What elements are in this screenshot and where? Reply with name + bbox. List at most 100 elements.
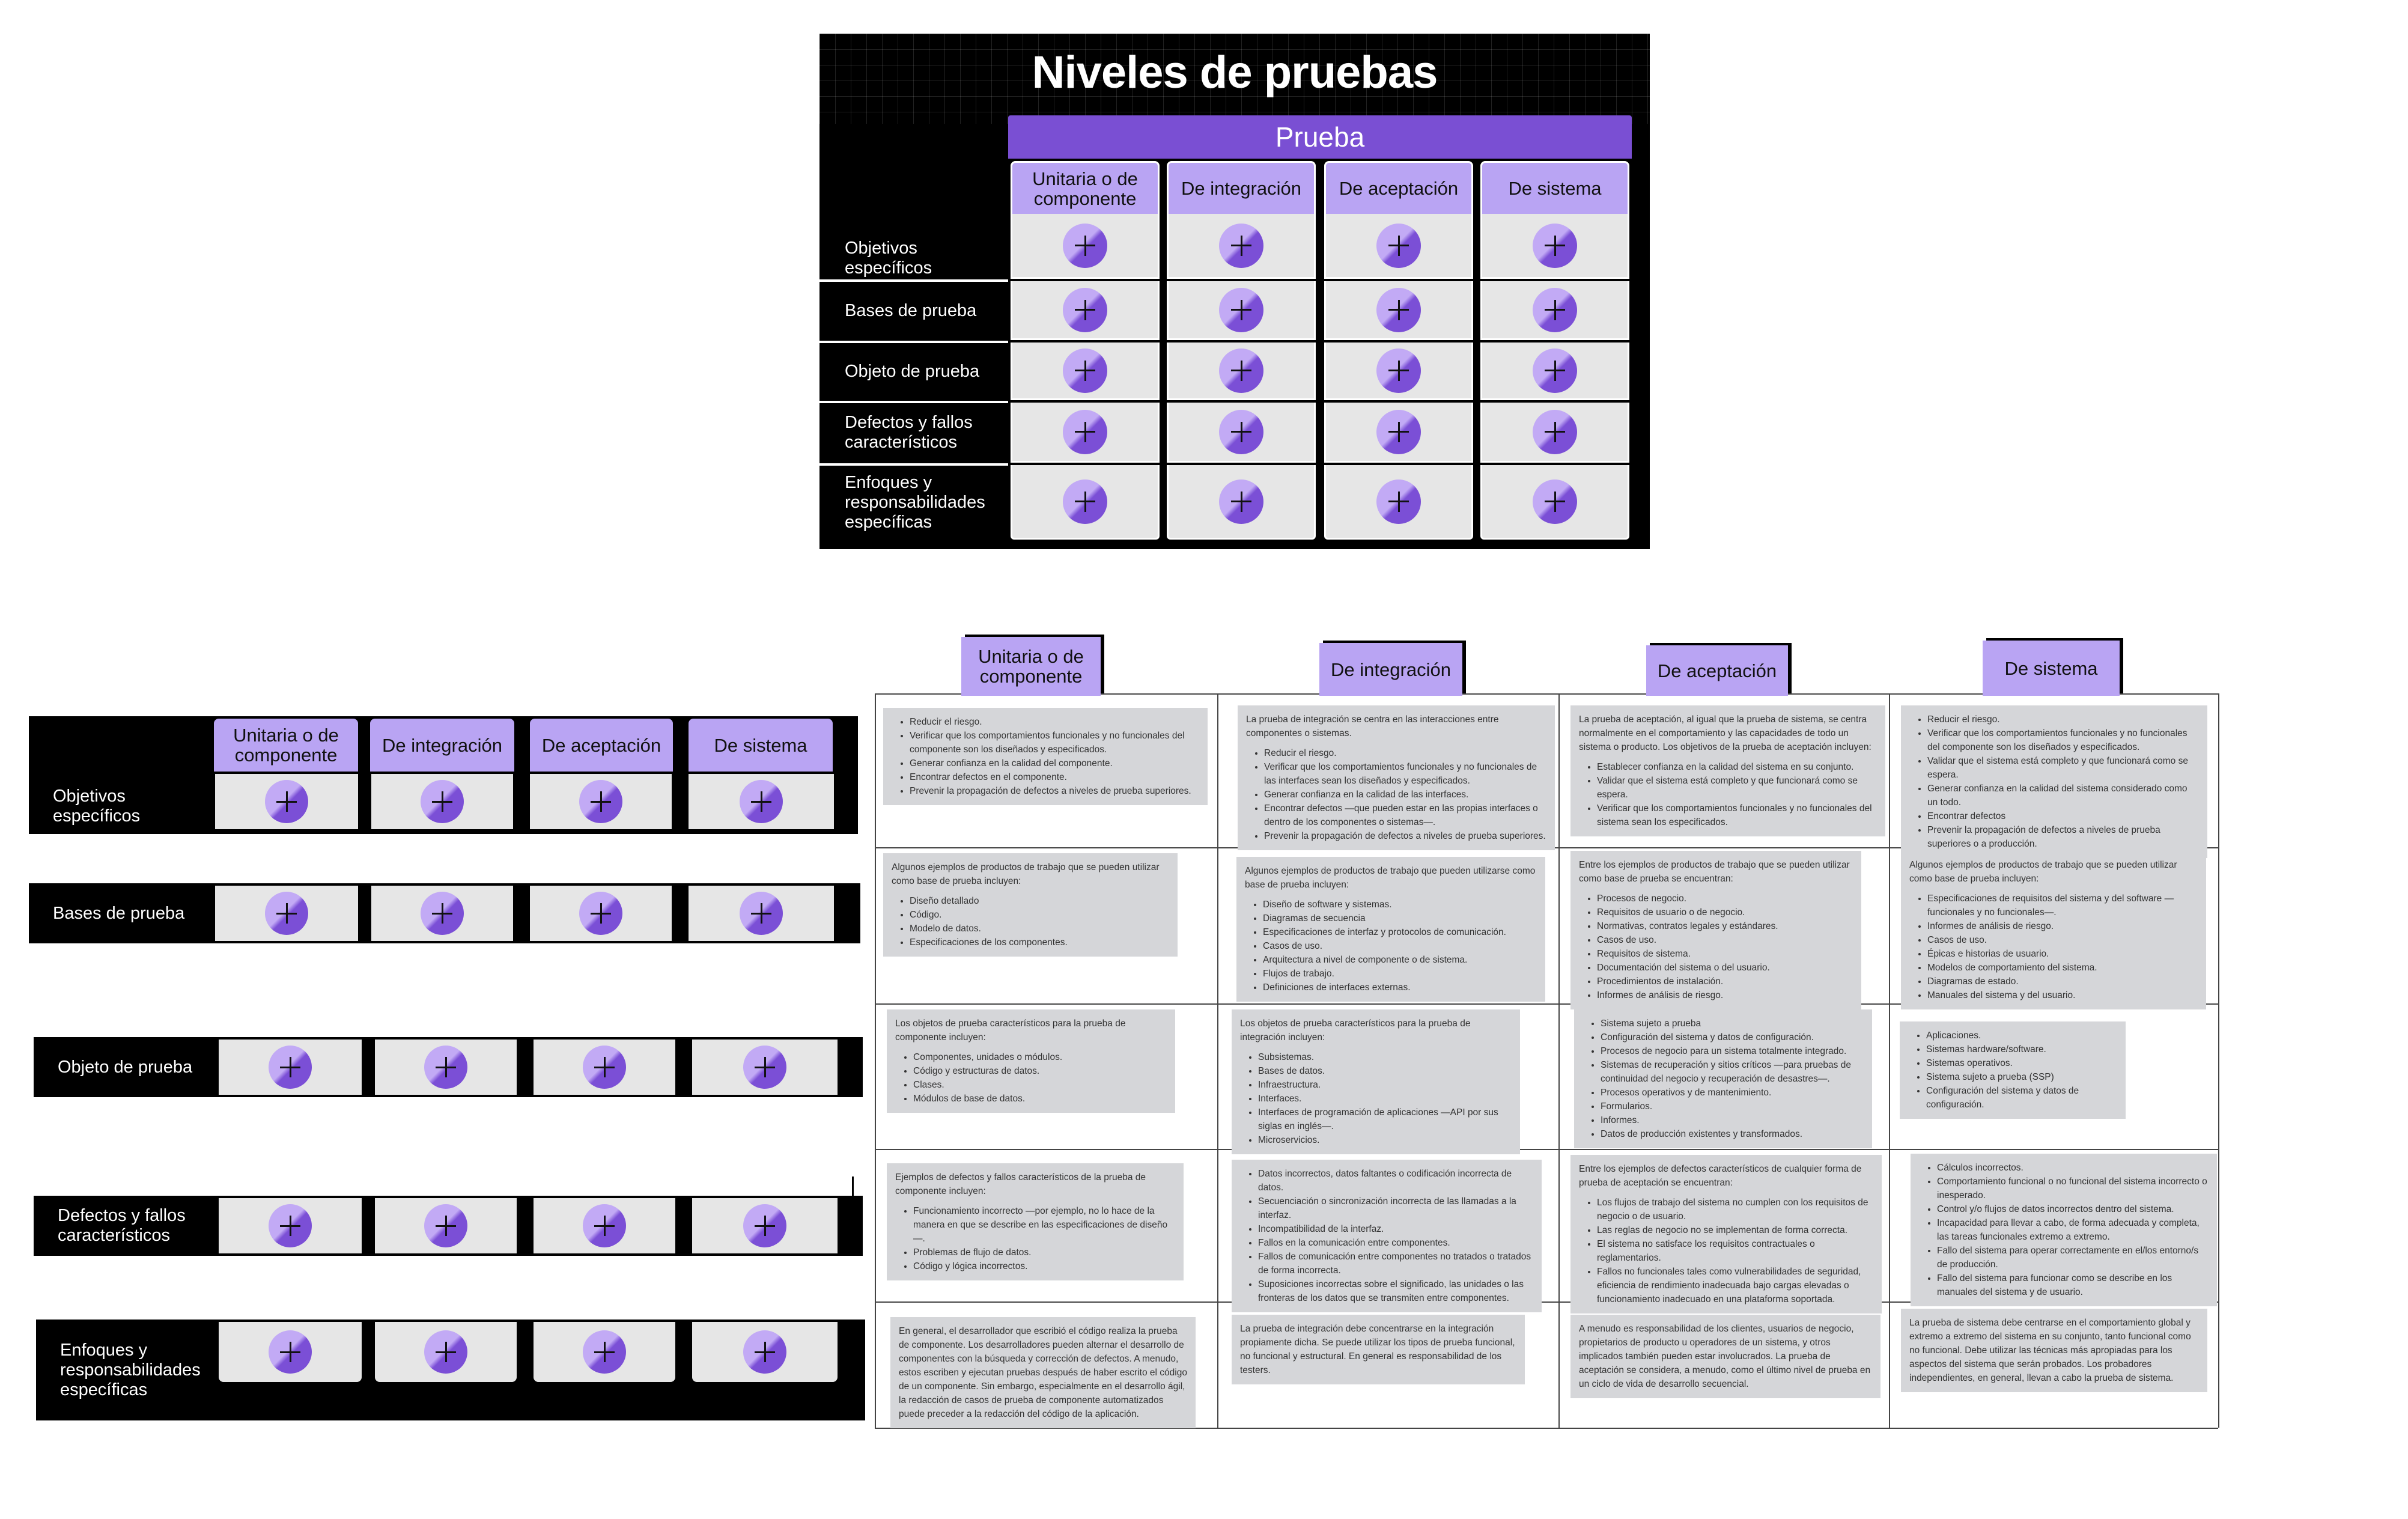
cell-defectos-sistema[interactable] <box>1480 403 1629 463</box>
plus-circle-icon[interactable] <box>1533 348 1577 393</box>
list-item: Épicas e historias de usuario. <box>1927 947 2198 961</box>
note-intro: Algunos ejemplos de productos de trabajo… <box>892 862 1160 886</box>
list-item: Configuración del sistema y datos de con… <box>1926 1084 2117 1112</box>
row-divider <box>819 341 1008 343</box>
plus-circle-icon[interactable] <box>583 1204 626 1247</box>
cell-defectos-aceptacion[interactable] <box>534 1198 675 1253</box>
cell-enfoques-unitaria[interactable] <box>219 1322 362 1382</box>
plus-circle-icon[interactable] <box>1219 479 1263 524</box>
cell-bases-unitaria[interactable] <box>215 886 358 941</box>
cell-objetivos-aceptacion[interactable] <box>1324 214 1473 279</box>
plus-circle-icon[interactable] <box>1063 348 1107 393</box>
plus-circle-icon[interactable] <box>1063 479 1107 524</box>
list-item: Interfaces de programación de aplicacion… <box>1258 1106 1512 1133</box>
cell-bases-integracion[interactable] <box>371 886 513 941</box>
plus-circle-icon[interactable] <box>743 1046 786 1089</box>
plus-circle-icon[interactable] <box>424 1046 467 1089</box>
cell-objeto-integracion[interactable] <box>1167 342 1316 400</box>
plus-circle-icon[interactable] <box>1376 287 1421 332</box>
plus-circle-icon[interactable] <box>269 1046 312 1089</box>
cell-objetivos-sistema[interactable] <box>689 774 834 829</box>
plus-circle-icon[interactable] <box>1376 409 1421 454</box>
plus-circle-icon[interactable] <box>1219 409 1263 454</box>
plus-circle-icon[interactable] <box>1376 223 1421 268</box>
plus-circle-icon[interactable] <box>1533 409 1577 454</box>
table-gridline <box>875 1428 2218 1429</box>
cell-objeto-aceptacion[interactable] <box>1324 342 1473 400</box>
cell-bases-sistema[interactable] <box>1480 281 1629 340</box>
cell-bases-unitaria[interactable] <box>1011 281 1160 340</box>
cell-bases-sistema[interactable] <box>689 886 834 941</box>
cell-objeto-sistema[interactable] <box>692 1040 838 1095</box>
plus-circle-icon[interactable] <box>1533 223 1577 268</box>
plus-circle-icon[interactable] <box>424 1330 467 1374</box>
plus-circle-icon[interactable] <box>579 780 622 823</box>
list-item: Informes. <box>1601 1113 1864 1127</box>
cell-enfoques-integracion[interactable] <box>375 1322 517 1382</box>
list-item: Prevenir la propagación de defectos a ni… <box>910 784 1199 798</box>
plus-circle-icon[interactable] <box>1219 348 1263 393</box>
cell-objetivos-integracion[interactable] <box>371 774 513 829</box>
list-item: Procesos de negocio. <box>1597 892 1853 906</box>
cell-objetivos-aceptacion[interactable] <box>530 774 672 829</box>
plus-circle-icon[interactable] <box>743 1330 786 1374</box>
plus-circle-icon[interactable] <box>579 892 622 935</box>
plus-circle-icon[interactable] <box>421 780 464 823</box>
cell-defectos-integracion[interactable] <box>375 1198 517 1253</box>
plus-circle-icon[interactable] <box>1376 479 1421 524</box>
plus-circle-icon[interactable] <box>583 1046 626 1089</box>
plus-circle-icon[interactable] <box>1533 479 1577 524</box>
note-list: Sistema sujeto a pruebaConfiguración del… <box>1583 1017 1864 1141</box>
cell-bases-integracion[interactable] <box>1167 281 1316 340</box>
column-header-sistema: De sistema <box>689 719 833 772</box>
plus-circle-icon[interactable] <box>421 892 464 935</box>
cell-enfoques-integracion[interactable] <box>1167 465 1316 540</box>
column-header-sistema: De sistema <box>1983 641 2120 696</box>
plus-circle-icon[interactable] <box>1219 287 1263 332</box>
list-item: Verificar que los comportamientos funcio… <box>1927 726 2199 754</box>
cell-bases-aceptacion[interactable] <box>530 886 672 941</box>
cell-objetivos-sistema[interactable] <box>1480 214 1629 279</box>
plus-circle-icon[interactable] <box>269 1204 312 1247</box>
cell-defectos-unitaria[interactable] <box>1011 403 1160 463</box>
cell-objetivos-unitaria[interactable] <box>1011 214 1160 279</box>
cell-objeto-unitaria[interactable] <box>219 1040 362 1095</box>
plus-circle-icon[interactable] <box>265 892 308 935</box>
cell-enfoques-aceptacion[interactable] <box>1324 465 1473 540</box>
plus-circle-icon[interactable] <box>265 780 308 823</box>
plus-circle-icon[interactable] <box>743 1204 786 1247</box>
plus-circle-icon[interactable] <box>740 892 783 935</box>
list-item: Casos de uso. <box>1263 939 1537 953</box>
cell-enfoques-sistema[interactable] <box>692 1322 838 1382</box>
plus-circle-icon[interactable] <box>1219 223 1263 268</box>
plus-circle-icon[interactable] <box>740 780 783 823</box>
cell-defectos-integracion[interactable] <box>1167 403 1316 463</box>
list-item: Generar confianza en la calidad de las i… <box>1264 788 1546 802</box>
cell-defectos-sistema[interactable] <box>692 1198 838 1253</box>
cell-enfoques-sistema[interactable] <box>1480 465 1629 540</box>
list-item: Verificar que los comportamientos funcio… <box>910 729 1199 756</box>
plus-circle-icon[interactable] <box>1063 223 1107 268</box>
list-item: Sistemas de recuperación y sitios crític… <box>1601 1058 1864 1086</box>
plus-circle-icon[interactable] <box>1533 287 1577 332</box>
cell-bases-aceptacion[interactable] <box>1324 281 1473 340</box>
plus-circle-icon[interactable] <box>1063 287 1107 332</box>
plus-circle-icon[interactable] <box>269 1330 312 1374</box>
plus-circle-icon[interactable] <box>583 1330 626 1374</box>
cell-objetivos-integracion[interactable] <box>1167 214 1316 279</box>
cell-objeto-unitaria[interactable] <box>1011 342 1160 400</box>
cell-defectos-aceptacion[interactable] <box>1324 403 1473 463</box>
cell-enfoques-unitaria[interactable] <box>1011 465 1160 540</box>
cell-enfoques-aceptacion[interactable] <box>534 1322 675 1382</box>
cell-objetivos-unitaria[interactable] <box>215 774 358 829</box>
plus-circle-icon[interactable] <box>1063 409 1107 454</box>
cell-objeto-aceptacion[interactable] <box>534 1040 675 1095</box>
plus-circle-icon[interactable] <box>424 1204 467 1247</box>
list-item: Verificar que los comportamientos funcio… <box>1264 760 1546 788</box>
row-label-bases: Bases de prueba <box>845 300 977 320</box>
cell-objeto-sistema[interactable] <box>1480 342 1629 400</box>
note-list: Los flujos de trabajo del sistema no cum… <box>1579 1196 1873 1306</box>
cell-defectos-unitaria[interactable] <box>219 1198 362 1253</box>
plus-circle-icon[interactable] <box>1376 348 1421 393</box>
cell-objeto-integracion[interactable] <box>375 1040 517 1095</box>
